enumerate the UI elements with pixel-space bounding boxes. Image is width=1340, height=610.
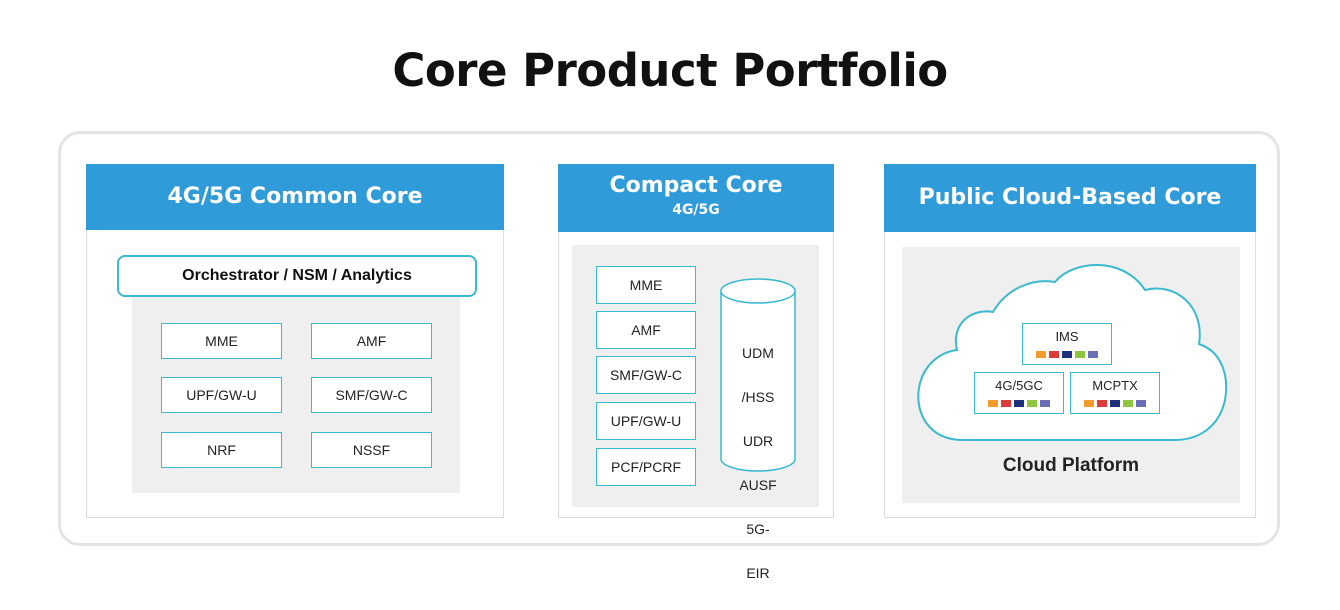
- module-box: AMF: [596, 311, 696, 349]
- panel-header: Public Cloud-Based Core: [884, 164, 1256, 232]
- database-label: EIR: [746, 565, 770, 581]
- color-square: [1014, 400, 1024, 407]
- app-box-mcptx: MCPTX: [1070, 372, 1160, 414]
- database-cylinder: [720, 278, 796, 472]
- database-label: /HSS: [741, 389, 775, 405]
- database-labels: UDM /HSS UDR AUSF 5G- EIR: [719, 320, 797, 606]
- module-box: SMF/GW-C: [311, 377, 432, 413]
- module-box: PCF/PCRF: [596, 448, 696, 486]
- cloud-platform-label: Cloud Platform: [1002, 455, 1140, 476]
- app-label: 4G/5GC: [995, 378, 1043, 393]
- module-box: NSSF: [311, 432, 432, 468]
- panel-public-cloud-core: Public Cloud-Based Core IMS 4G/5GC MCPTX: [884, 164, 1256, 518]
- color-square: [1123, 400, 1133, 407]
- color-square: [1088, 351, 1098, 358]
- color-square: [1001, 400, 1011, 407]
- panel-compact-core: Compact Core 4G/5G MME AMF SMF/GW-C UPF/…: [558, 164, 834, 581]
- color-square: [988, 400, 998, 407]
- page-title: Core Product Portfolio: [392, 44, 948, 97]
- database-label: AUSF: [739, 477, 777, 493]
- color-square: [1110, 400, 1120, 407]
- panel-header-title: Compact Core: [609, 173, 783, 198]
- orchestrator-bar: Orchestrator / NSM / Analytics: [117, 255, 477, 297]
- app-box-ims: IMS: [1022, 323, 1112, 365]
- database-label: 5G-: [746, 521, 770, 537]
- module-box: SMF/GW-C: [596, 356, 696, 394]
- module-box: MME: [161, 323, 282, 359]
- panel-header-subtitle: 4G/5G: [672, 202, 720, 218]
- database-label: UDM: [742, 345, 774, 361]
- color-square: [1075, 351, 1085, 358]
- color-square: [1062, 351, 1072, 358]
- app-label: MCPTX: [1092, 378, 1138, 393]
- app-color-squares: [1071, 400, 1159, 407]
- database-label: UDR: [742, 433, 774, 449]
- color-square: [1036, 351, 1046, 358]
- module-box: UPF/GW-U: [161, 377, 282, 413]
- color-square: [1049, 351, 1059, 358]
- panel-common-core: 4G/5G Common Core Orchestrator / NSM / A…: [86, 164, 504, 518]
- color-square: [1040, 400, 1050, 407]
- app-color-squares: [975, 400, 1063, 407]
- color-square: [1097, 400, 1107, 407]
- module-box: MME: [596, 266, 696, 304]
- module-box: AMF: [311, 323, 432, 359]
- app-box-4g5gc: 4G/5GC: [974, 372, 1064, 414]
- color-square: [1027, 400, 1037, 407]
- color-square: [1136, 400, 1146, 407]
- panel-header: 4G/5G Common Core: [86, 164, 504, 230]
- module-box: NRF: [161, 432, 282, 468]
- app-color-squares: [1023, 351, 1111, 358]
- module-box: UPF/GW-U: [596, 402, 696, 440]
- panel-header: Compact Core 4G/5G: [558, 164, 834, 232]
- app-label: IMS: [1055, 329, 1079, 344]
- color-square: [1084, 400, 1094, 407]
